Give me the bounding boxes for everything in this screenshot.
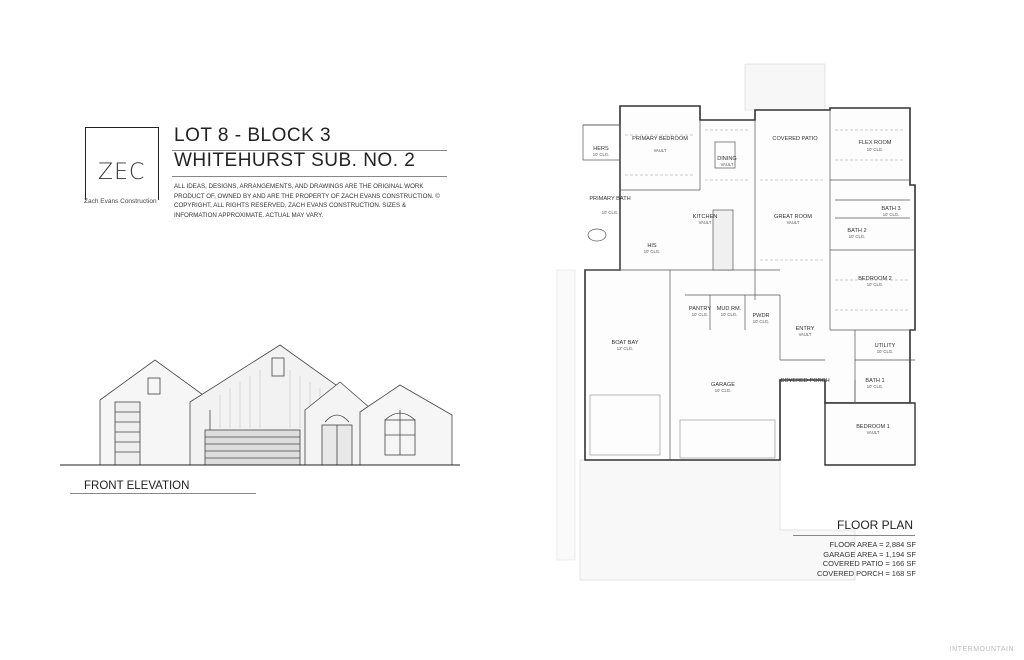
room-bedroom-1-ceiling: VAULT	[867, 430, 880, 435]
room-entry-ceiling: VAULT	[799, 332, 812, 337]
room-bath-3: BATH 3	[881, 206, 900, 212]
room-bath-2: BATH 2	[847, 228, 866, 234]
room-bedroom-2: BEDROOM 2	[858, 276, 892, 282]
front-elevation-label: FRONT ELEVATION	[84, 480, 190, 492]
room-utility-ceiling: 10' CLG.	[877, 349, 893, 354]
room-bedroom-1: BEDROOM 1	[856, 424, 890, 430]
room-garage-ceiling: 10' CLG.	[715, 388, 731, 393]
room-pantry: PANTRY	[689, 306, 711, 312]
room-hers-ceiling: 10' CLG.	[593, 152, 609, 157]
area-stats: FLOOR AREA = 2,884 SF GARAGE AREA = 1,19…	[817, 540, 916, 578]
room-bath-2-ceiling: 10' CLG.	[849, 234, 865, 239]
room-boat-bay: BOAT BAY	[611, 340, 638, 346]
room-flex-ceiling: 10' CLG.	[867, 147, 883, 152]
stat-covered-patio: COVERED PATIO = 166 SF	[822, 559, 916, 568]
room-garage: GARAGE	[711, 382, 735, 388]
subtitle-divider	[172, 176, 447, 177]
floor-plan-label: FLOOR PLAN	[837, 518, 914, 532]
room-his: HIS	[647, 243, 657, 249]
room-covered-porch: COVERED PORCH	[780, 378, 829, 384]
room-kitchen: KITCHEN	[693, 214, 718, 220]
watermark: INTERMOUNTAIN	[949, 646, 1014, 653]
room-hers: HERS	[593, 146, 609, 152]
room-entry: ENTRY	[796, 326, 815, 332]
room-powder-ceiling: 10' CLG.	[753, 319, 769, 324]
company-name: Zach Evans Construction	[84, 198, 157, 205]
room-great-room: GREAT ROOM	[774, 214, 812, 220]
room-powder: PWDR	[752, 313, 769, 319]
room-primary-bedroom: PRIMARY BEDROOM	[632, 136, 688, 142]
room-dining-ceiling: VAULT	[721, 162, 734, 167]
stat-floor-area: FLOOR AREA = 2,884 SF	[829, 540, 917, 549]
room-covered-patio: COVERED PATIO	[772, 136, 818, 142]
room-his-ceiling: 10' CLG.	[644, 249, 660, 254]
stat-garage-area: GARAGE AREA = 1,194 SF	[823, 549, 916, 559]
room-mud-room: MUD RM.	[717, 306, 742, 312]
room-bedroom-2-ceiling: 10' CLG.	[867, 282, 883, 287]
room-dining: DINING	[717, 156, 737, 162]
elevation-divider	[70, 493, 256, 494]
floor-plan-drawing: HERS 10' CLG. PRIMARY BEDROOM VAULT DINI…	[556, 63, 916, 581]
subdivision-title: WHITEHURST SUB. NO. 2	[174, 150, 416, 171]
stat-covered-porch: COVERED PORCH = 168 SF	[817, 568, 916, 578]
room-boat-bay-ceiling: 12' CLG.	[617, 346, 633, 351]
room-bath-3-ceiling: 10' CLG.	[883, 212, 899, 217]
floor-plan-divider	[793, 535, 915, 536]
room-bath-1-ceiling: 10' CLG.	[867, 384, 883, 389]
front-elevation-drawing	[60, 344, 460, 466]
room-primary-bath: PRIMARY BATH	[589, 196, 630, 202]
lot-title: LOT 8 - BLOCK 3	[174, 125, 332, 146]
room-primary-bedroom-ceiling: VAULT	[654, 148, 667, 153]
room-flex: FLEX ROOM	[859, 140, 892, 146]
copyright-disclaimer: ALL IDEAS, DESIGNS, ARRANGEMENTS, AND DR…	[174, 183, 440, 219]
room-bath-1: BATH 1	[865, 378, 884, 384]
room-kitchen-ceiling: VAULT	[699, 220, 712, 225]
room-pantry-ceiling: 10' CLG.	[692, 312, 708, 317]
room-great-room-ceiling: VAULT	[787, 220, 800, 225]
room-utility: UTILITY	[875, 343, 896, 349]
logo-frame	[85, 127, 159, 200]
title-divider	[172, 150, 447, 151]
logo-mark: ZEC	[98, 160, 146, 185]
room-mud-room-ceiling: 10' CLG.	[721, 312, 737, 317]
room-primary-bath-ceiling: 10' CLG.	[602, 210, 618, 215]
